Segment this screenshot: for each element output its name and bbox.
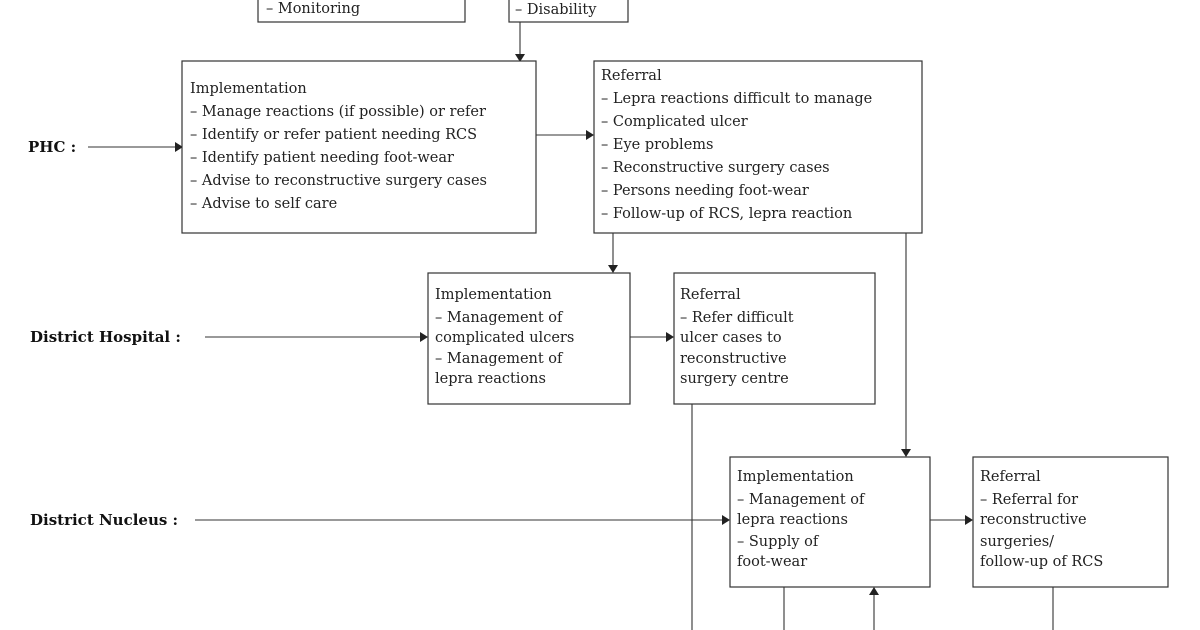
list-item: foot-wear (737, 554, 807, 570)
district-nucleus-referral-box (972, 456, 1169, 588)
list-item: – Identify or refer patient needing RCS (190, 127, 477, 143)
arrowhead (175, 142, 183, 152)
list-item: reconstructive (980, 512, 1087, 528)
list-item: lepra reactions (737, 512, 848, 528)
arrowhead (608, 265, 618, 273)
list-item: – Management of (435, 351, 564, 367)
arrowhead (722, 515, 730, 525)
list-item: complicated ulcers (435, 330, 574, 346)
list-item: – Advise to self care (190, 196, 337, 212)
list-item: – Follow-up of RCS, lepra reaction (601, 206, 852, 222)
list-item: – Supply of (737, 534, 820, 550)
phc-implementation-box (181, 60, 537, 234)
district-hospital-label: District Hospital : (30, 328, 181, 346)
phc-referral-text: Referral – Lepra reactions difficult to … (601, 68, 872, 222)
list-item: – Reconstructive surgery cases (601, 160, 830, 176)
district-nucleus-referral-text: Referral – Referral for reconstructive s… (980, 469, 1103, 570)
list-item: – Persons needing foot-wear (601, 183, 809, 199)
list-item: reconstructive (680, 351, 787, 367)
top-right-item: – Disability (515, 2, 597, 18)
box-title: Implementation (435, 287, 552, 303)
box-title: Implementation (190, 81, 307, 97)
phc-referral-box (593, 60, 923, 234)
district-nucleus-implementation-text: Implementation – Management of lepra rea… (737, 469, 866, 570)
box-title: Referral (680, 287, 741, 303)
list-item: – Advise to reconstructive surgery cases (190, 173, 487, 189)
top-left-box (257, 0, 466, 23)
phc-implementation-text: Implementation – Manage reactions (if po… (190, 81, 487, 212)
list-item: – Refer difficult (680, 310, 794, 326)
arrowhead (666, 332, 674, 342)
list-item: – Complicated ulcer (601, 114, 748, 130)
district-hospital-referral-box (673, 272, 876, 405)
list-item: lepra reactions (435, 371, 546, 387)
list-item: – Eye problems (601, 137, 713, 153)
district-hospital-implementation-box (427, 272, 631, 405)
arrowhead (901, 449, 911, 457)
list-item: – Referral for (980, 492, 1078, 508)
list-item: surgeries/ (980, 534, 1054, 550)
district-hospital-implementation-text: Implementation – Management of complicat… (435, 287, 574, 387)
top-right-box (508, 0, 629, 23)
arrowhead (515, 54, 525, 62)
district-hospital-referral-text: Referral – Refer difficult ulcer cases t… (680, 287, 794, 387)
phc-label: PHC : (28, 138, 76, 156)
list-item: – Management of (737, 492, 866, 508)
list-item: ulcer cases to (680, 330, 782, 346)
arrowhead (420, 332, 428, 342)
box-title: Implementation (737, 469, 854, 485)
box-title: Referral (601, 68, 662, 84)
arrowhead (965, 515, 973, 525)
list-item: – Manage reactions (if possible) or refe… (190, 104, 486, 120)
list-item: follow-up of RCS (980, 554, 1103, 570)
arrowhead (586, 130, 594, 140)
district-nucleus-implementation-box (729, 456, 931, 588)
box-title: Referral (980, 469, 1041, 485)
list-item: surgery centre (680, 371, 789, 387)
arrowhead (869, 587, 879, 595)
list-item: – Identify patient needing foot-wear (190, 150, 454, 166)
list-item: – Lepra reactions difficult to manage (601, 91, 872, 107)
top-left-item: – Monitoring (266, 1, 360, 17)
district-nucleus-label: District Nucleus : (30, 511, 178, 529)
list-item: – Management of (435, 310, 564, 326)
